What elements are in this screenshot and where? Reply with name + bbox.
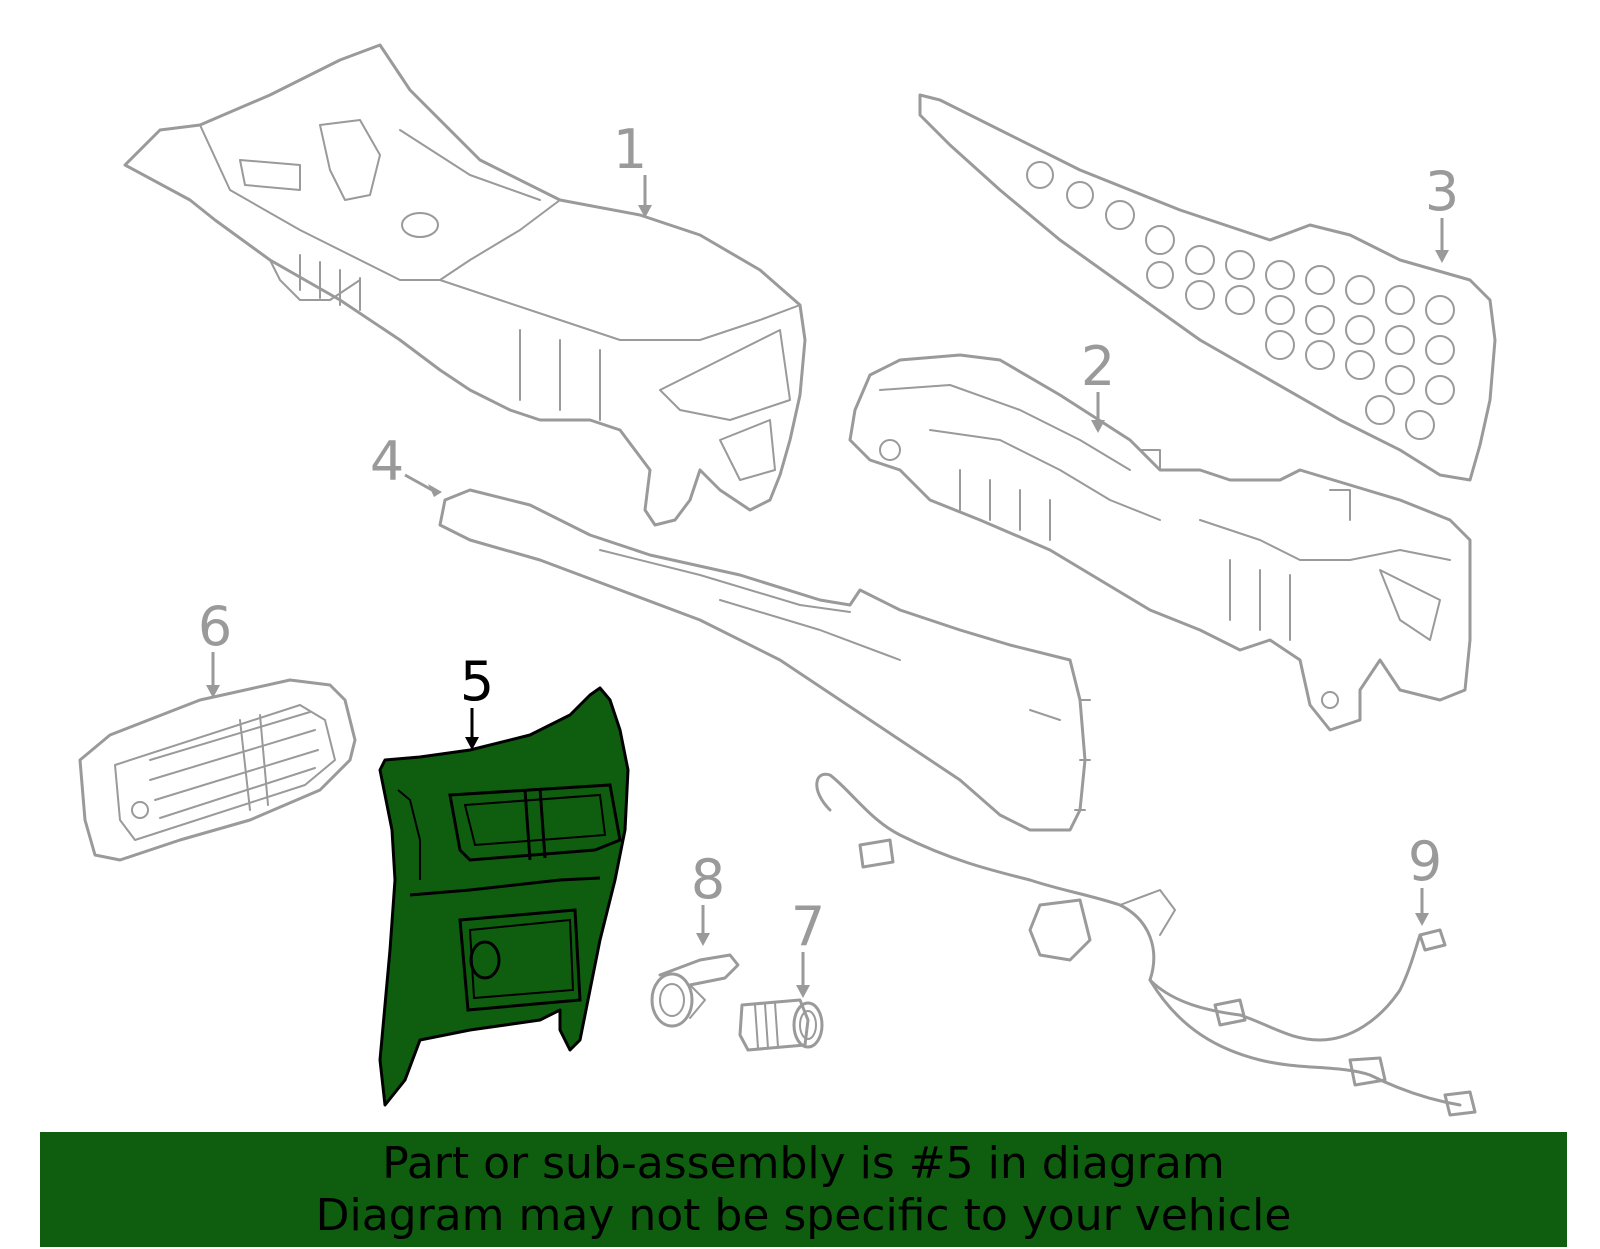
callout-4: 4 bbox=[370, 430, 442, 497]
callout-number: 1 bbox=[613, 118, 647, 181]
callout-3: 3 bbox=[1425, 160, 1459, 263]
part-5-rear-console-panel[interactable] bbox=[378, 686, 630, 1107]
callout-8: 8 bbox=[691, 848, 725, 946]
callout-number: 6 bbox=[198, 595, 232, 658]
callout-number: 3 bbox=[1425, 160, 1459, 223]
callout-number: 5 bbox=[460, 650, 494, 713]
callout-6: 6 bbox=[198, 595, 232, 698]
part-4-side-trim-panel[interactable] bbox=[438, 488, 1091, 832]
callout-number: 7 bbox=[791, 895, 825, 958]
part-2-console-bracket[interactable] bbox=[848, 353, 1472, 732]
callout-number: 4 bbox=[370, 430, 404, 493]
part-6-air-vent[interactable] bbox=[78, 678, 357, 862]
callout-number: 8 bbox=[691, 848, 725, 911]
callout-9: 9 bbox=[1408, 830, 1442, 926]
callout-7: 7 bbox=[791, 895, 825, 998]
banner-line-part-number: Part or sub-assembly is #5 in diagram bbox=[382, 1137, 1225, 1189]
part-8-outlet-cap[interactable] bbox=[650, 953, 740, 1028]
callout-number: 2 bbox=[1081, 335, 1115, 398]
part-3-insulator-panel[interactable] bbox=[918, 93, 1497, 482]
part-1-console-assembly[interactable] bbox=[123, 43, 807, 527]
callout-1: 1 bbox=[613, 118, 652, 218]
part-9-wiring-harness[interactable] bbox=[815, 772, 1477, 1117]
callout-5: 5 bbox=[460, 650, 494, 750]
callout-number: 9 bbox=[1408, 830, 1442, 893]
banner-line-disclaimer: Diagram may not be specific to your vehi… bbox=[315, 1189, 1292, 1241]
part-5-fill bbox=[378, 686, 630, 1107]
callout-2: 2 bbox=[1081, 335, 1115, 433]
info-banner: Part or sub-assembly is #5 in diagram Di… bbox=[40, 1132, 1567, 1247]
part-7-power-outlet[interactable] bbox=[738, 998, 824, 1052]
